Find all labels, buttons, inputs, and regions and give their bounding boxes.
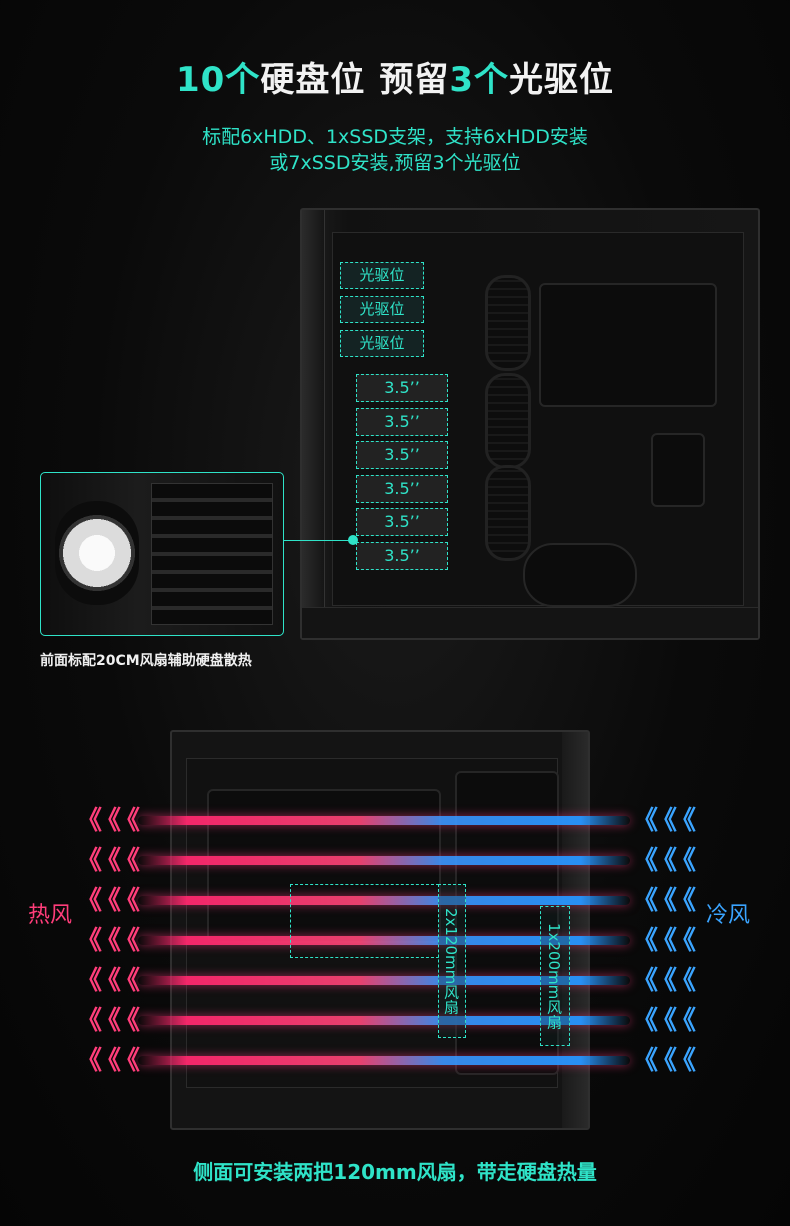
optical-bay: 光驱位 [340,296,424,323]
cold-chevron-icon: 《《《 [632,1006,703,1036]
grommet [485,465,531,561]
cold-air-label: 冷风 [706,903,751,928]
hot-chevron-icon: 《《《 [76,886,147,916]
cold-chevron-icon: 《《《 [632,926,703,956]
side-fan-120-box: 2x120mm风扇 [438,884,466,1038]
cpu-cutout [207,789,441,943]
psu-cutout [523,543,637,607]
cpu-cutout [539,283,717,407]
hot-air-label: 热风 [28,903,73,928]
airflow-streak [138,856,630,865]
callout-line [284,540,354,541]
hot-chevron-icon: 《《《 [76,1046,147,1076]
rear-cutout [651,433,705,507]
airflow-streak [138,976,630,985]
hot-chevron-icon: 《《《 [76,846,147,876]
hdd-bay: 3.5’’ [356,441,448,469]
title-reserve-label: 预留 [379,60,450,100]
bottom-caption: 侧面可安装两把120mm风扇，带走硬盘热量 [193,1160,597,1184]
hot-chevron-icon: 《《《 [76,926,147,956]
case-side-interior [186,758,559,1088]
case-front-image [300,208,760,640]
fan-icon [55,501,139,605]
hot-chevron-icon: 《《《 [76,806,147,836]
fan-callout-leader [290,884,439,958]
subtitle-line-1: 标配6xHDD、1xSSD支架，支持6xHDD安装 [202,126,588,148]
cold-chevron-icon: 《《《 [632,966,703,996]
hot-chevron-icon: 《《《 [76,966,147,996]
cold-chevron-icon: 《《《 [632,846,703,876]
front-fan-200-box: 1x200mm风扇 [540,906,570,1046]
title-odd-label: 光驱位 [509,60,614,100]
subtitle-line-2: 或7xSSD安装,预留3个光驱位 [269,152,521,174]
grommet [485,373,531,469]
grommet [485,275,531,371]
page-title: 10个硬盘位预留3个光驱位 [0,52,790,101]
optical-bay: 光驱位 [340,330,424,357]
hdd-bay: 3.5’’ [356,374,448,402]
front-fan-inset [40,472,284,636]
airflow-streak [138,816,630,825]
case-feet [302,607,758,638]
drive-rack-image [151,483,273,625]
title-hdd-count: 10个 [176,60,261,100]
case-front-panel [302,210,325,608]
callout-dot [348,535,358,545]
cold-chevron-icon: 《《《 [632,1046,703,1076]
hdd-bay: 3.5’’ [356,508,448,536]
title-hdd-label: 硬盘位 [260,60,366,100]
hdd-bay: 3.5’’ [356,542,448,570]
cold-chevron-icon: 《《《 [632,806,703,836]
cold-chevron-icon: 《《《 [632,886,703,916]
hdd-bay: 3.5’’ [356,408,448,436]
airflow-streak [138,936,630,945]
inset-caption: 前面标配20CM风扇辅助硬盘散热 [40,653,252,669]
airflow-streak [138,896,630,905]
airflow-streak [138,1056,630,1065]
airflow-streak [138,1016,630,1025]
hot-chevron-icon: 《《《 [76,1006,147,1036]
case-interior [332,232,744,607]
hdd-bay: 3.5’’ [356,475,448,503]
title-odd-count: 3个 [449,60,509,100]
optical-bay: 光驱位 [340,262,424,289]
